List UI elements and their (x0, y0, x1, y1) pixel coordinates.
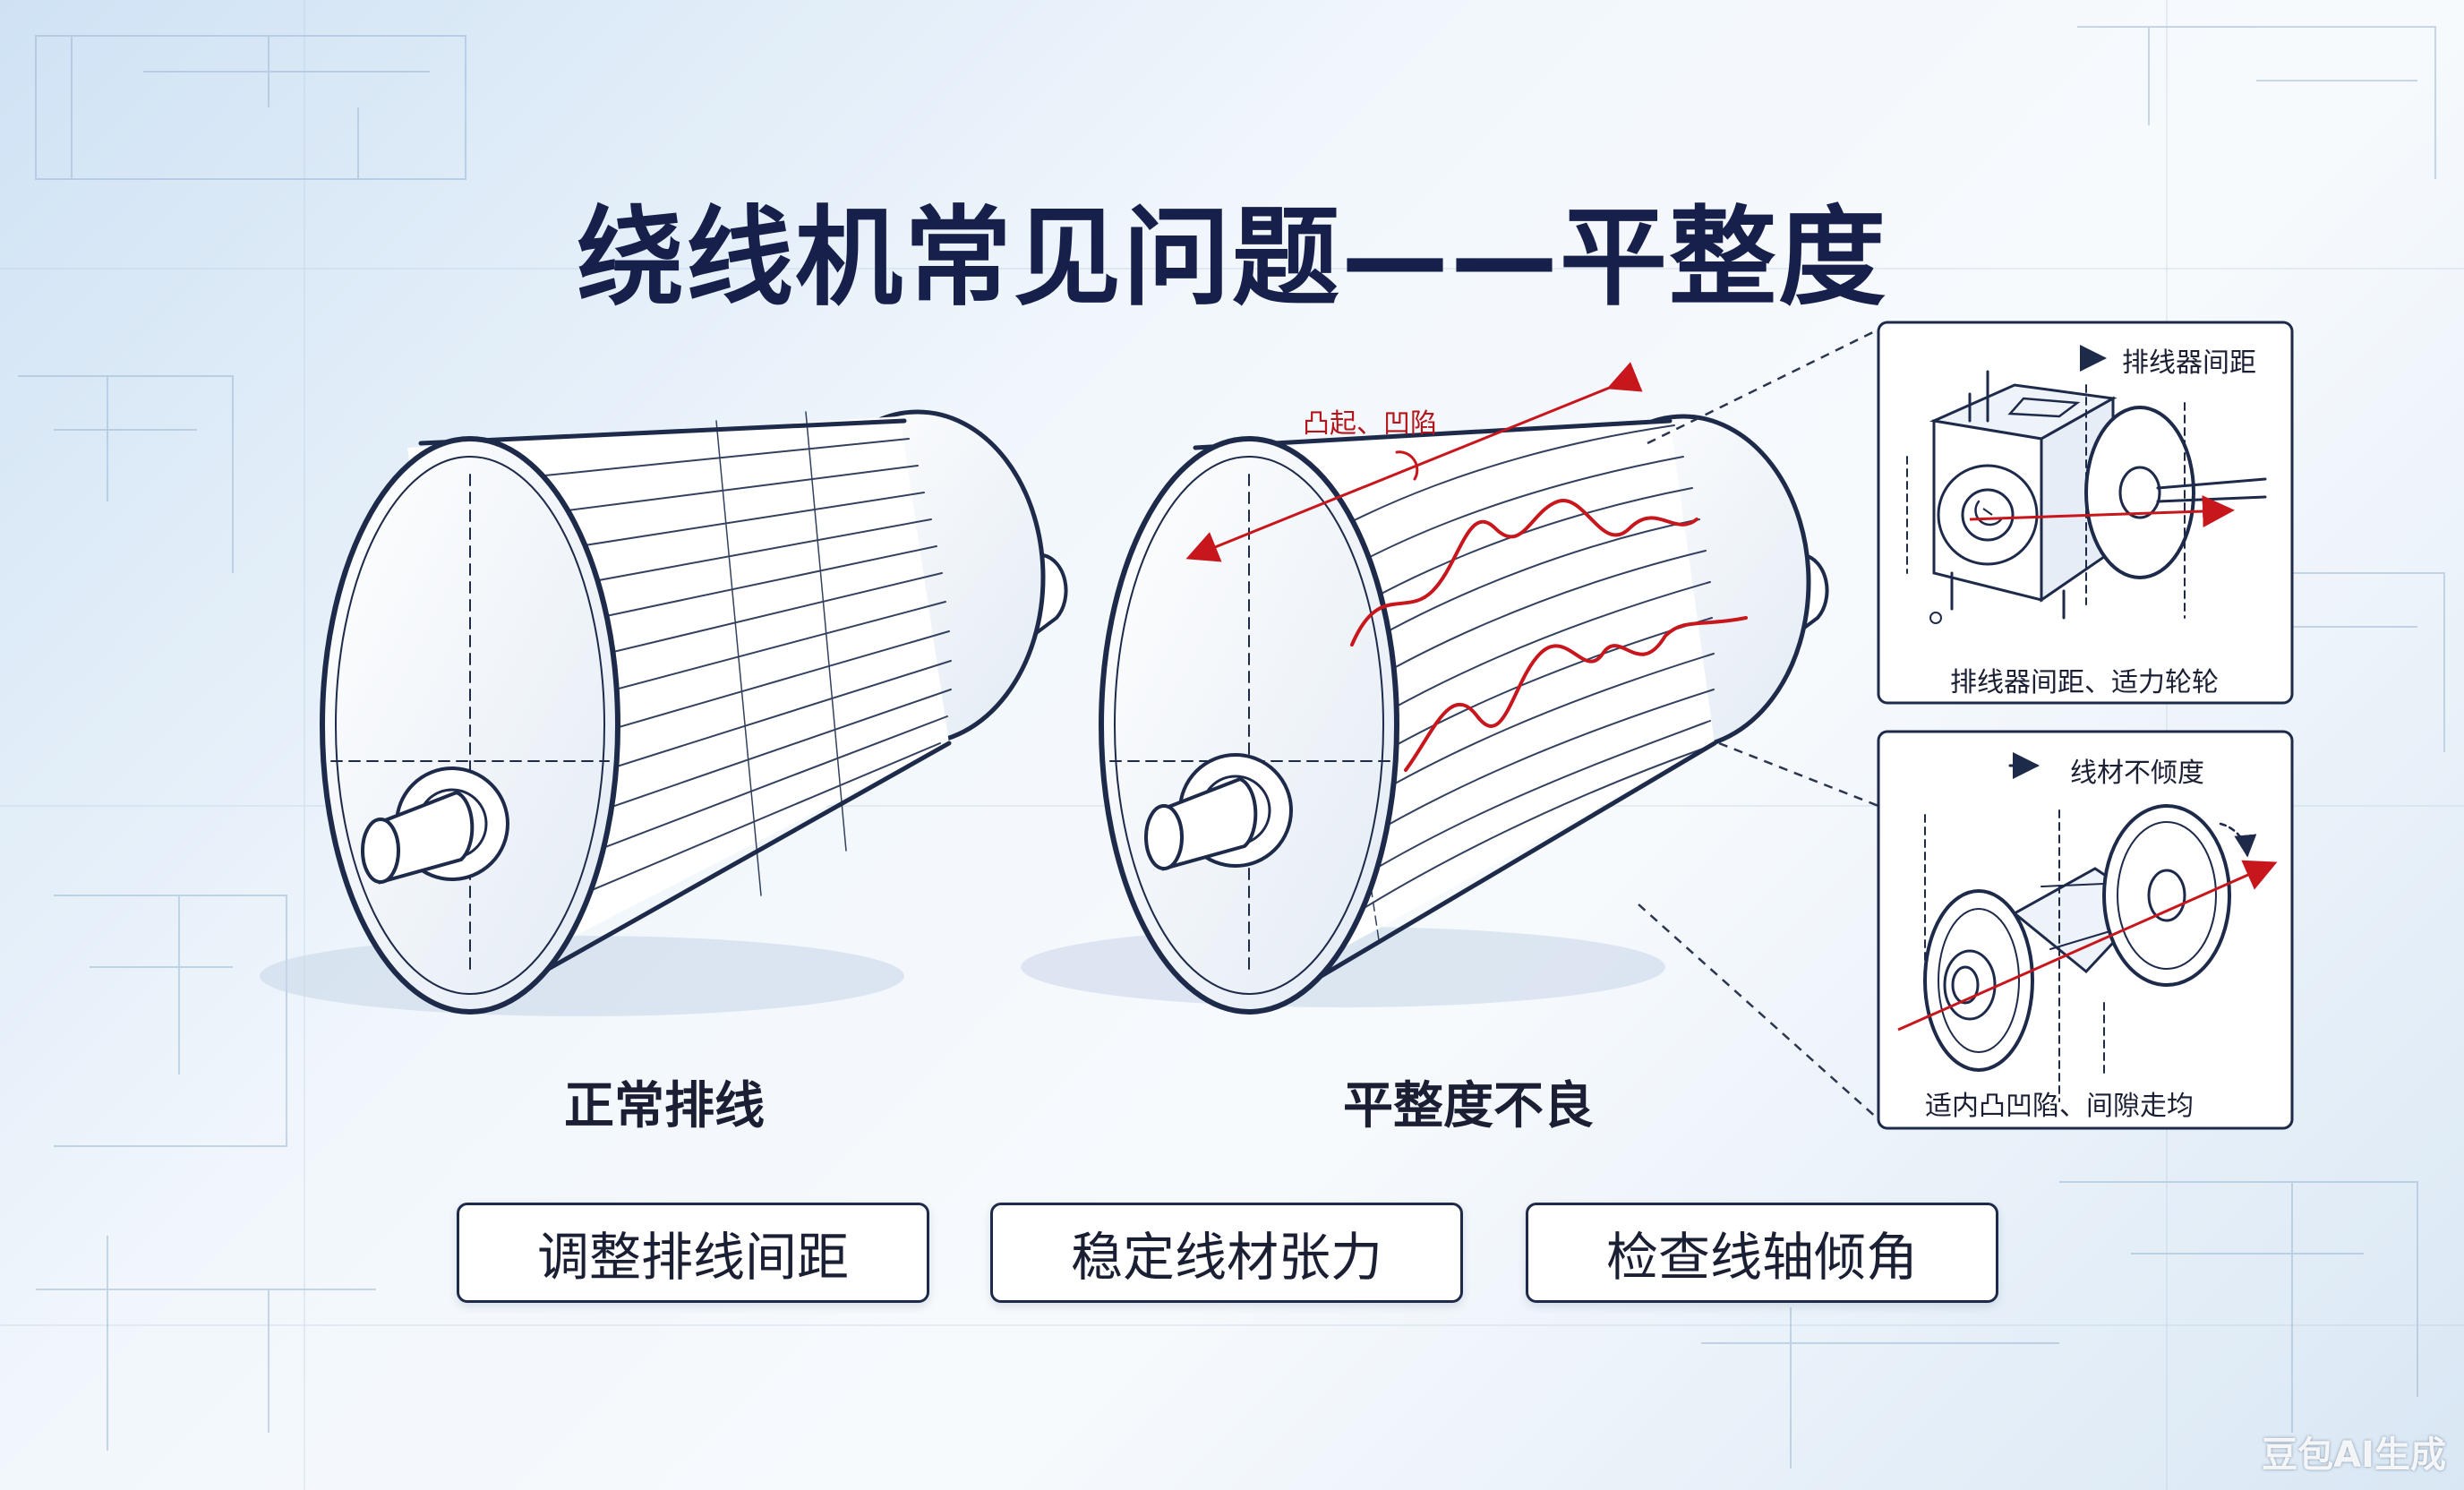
page-title: 绕线机常见问题——平整度 (577, 196, 1887, 321)
callout-lines (1638, 328, 1879, 1120)
inset-bottom-title: 线材不倾度 (2070, 758, 2204, 789)
inset-traverse-guide (1877, 321, 2294, 705)
inset-tilted-spool (1877, 730, 2294, 1130)
remedy-stabilize-tension-button[interactable]: 稳定线材张力 (990, 1203, 1463, 1303)
normal-spool-icon (260, 409, 1068, 1016)
remedy-adjust-pitch-button[interactable]: 调整排线间距 (457, 1203, 929, 1303)
remedy-check-tilt-button[interactable]: 检查线轴倾角 (1526, 1203, 1998, 1303)
normal-spool-caption: 正常排线 (564, 1077, 765, 1135)
ai-watermark: 豆包AI生成 (2262, 1434, 2446, 1476)
bump-dent-annotation: 凸起、凹陷 (1303, 408, 1437, 440)
inset-top-caption: 排线器间距、适力轮轮 (1950, 667, 2219, 698)
inset-top-title: 排线器间距 (2122, 347, 2256, 379)
inset-bottom-caption: 适内凸凹陷、间隙走均 (1925, 1091, 2194, 1122)
defect-spool-caption: 平整度不良 (1343, 1077, 1594, 1135)
tilted-spool-icon (1923, 752, 2257, 1102)
traverse-guide-icon (1906, 345, 2267, 624)
defect-spool-icon (1021, 362, 1829, 1015)
